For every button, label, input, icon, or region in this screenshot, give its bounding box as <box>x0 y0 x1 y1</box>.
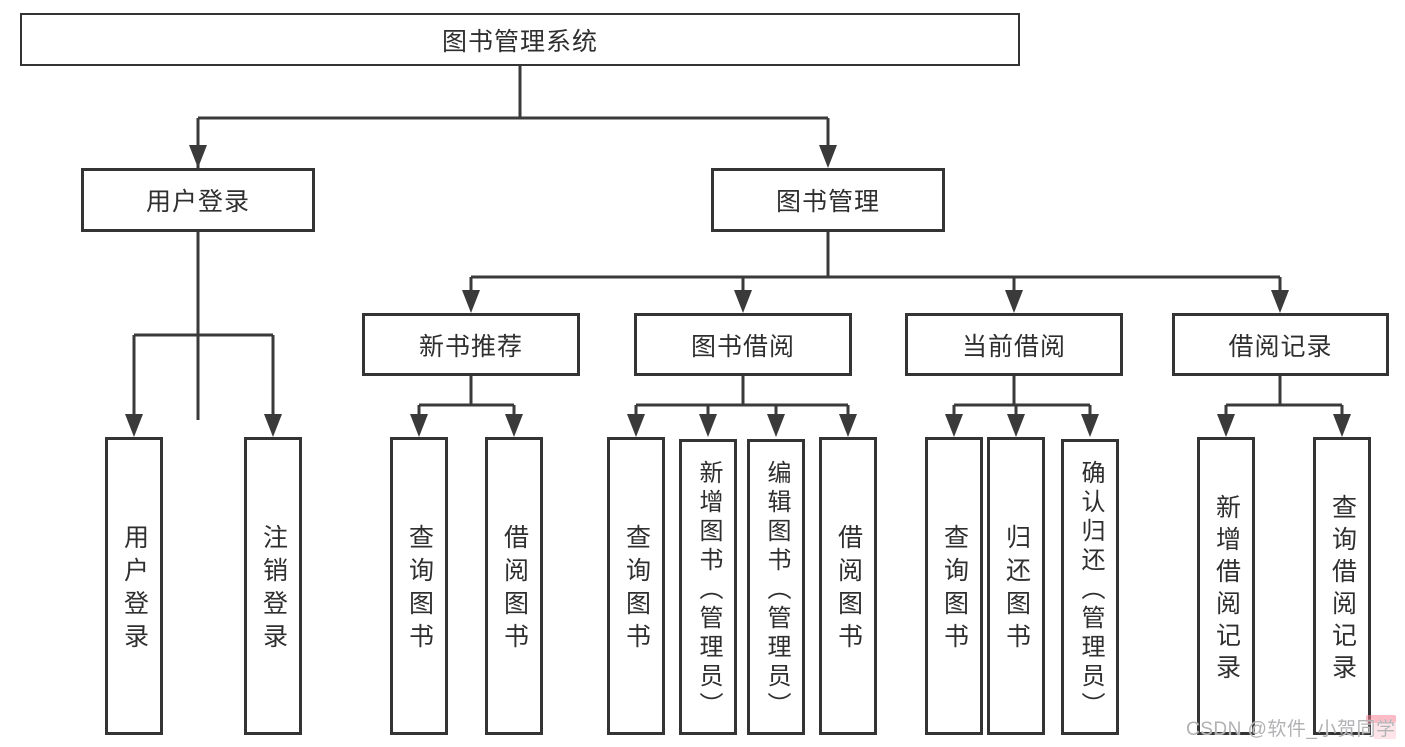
leaf-query-borrow-record: 查询借阅记录 <box>1313 437 1371 735</box>
watermark-accent <box>1366 715 1396 723</box>
connector-book-borrow <box>634 376 850 421</box>
node-label: 当前借阅 <box>961 332 1066 361</box>
leaf-label: 新增借阅记录 <box>1212 494 1241 686</box>
leaf-label: 查询借阅记录 <box>1328 494 1357 686</box>
node-label: 图书管理 <box>775 188 880 216</box>
node-label: 图书借阅 <box>690 332 795 361</box>
node-label: 借阅记录 <box>1228 332 1333 361</box>
connector-new-book <box>417 376 516 421</box>
node-book-management: 图书管理 <box>711 168 945 232</box>
arrowhead-icon <box>767 414 785 437</box>
arrowhead-icon <box>734 290 752 313</box>
leaf-add-book-admin: 新增图书（管理员） <box>679 439 737 735</box>
watermark: CSDN @软件_小贺同学 <box>1186 714 1402 740</box>
leaf-label: 查询图书 <box>405 524 434 656</box>
node-new-book-recommend: 新书推荐 <box>362 313 580 376</box>
arrowhead-icon <box>505 414 523 437</box>
arrowhead-icon <box>699 414 717 437</box>
leaf-label: 新增图书（管理员） <box>695 459 722 721</box>
leaf-confirm-return-admin: 确认归还（管理员） <box>1061 439 1119 735</box>
leaf-label: 查询图书 <box>940 524 969 656</box>
leaf-label: 借阅图书 <box>500 524 529 656</box>
arrowhead-icon <box>627 414 645 437</box>
watermark-accent-tint <box>1374 723 1396 739</box>
arrowhead-icon <box>462 290 480 313</box>
node-current-borrow: 当前借阅 <box>905 313 1123 376</box>
leaf-label: 借阅图书 <box>834 524 863 656</box>
connector-user-login <box>132 232 275 421</box>
arrowhead-icon <box>819 145 837 168</box>
node-user-login: 用户登录 <box>81 168 315 232</box>
arrowhead-icon <box>1081 414 1099 437</box>
arrowhead-icon <box>1271 290 1289 313</box>
arrowhead-icon <box>410 414 428 437</box>
arrowhead-icon <box>125 414 143 437</box>
leaf-label: 注销登录 <box>259 524 288 656</box>
leaf-label: 归还图书 <box>1002 524 1031 656</box>
arrowhead-icon <box>1005 290 1023 313</box>
leaf-edit-book-admin: 编辑图书（管理员） <box>747 439 805 735</box>
connector-current-borrow <box>952 376 1092 421</box>
leaf-query-books-current: 查询图书 <box>925 437 983 735</box>
leaf-borrow-books: 借阅图书 <box>819 437 877 735</box>
leaf-return-book: 归还图书 <box>987 437 1045 735</box>
leaf-query-books-borrow: 查询图书 <box>607 437 665 735</box>
node-label: 图书管理系统 <box>441 27 598 56</box>
arrowhead-icon <box>945 414 963 437</box>
leaf-label: 编辑图书（管理员） <box>763 459 790 721</box>
node-book-borrow: 图书借阅 <box>634 313 852 376</box>
arrowhead-icon <box>839 414 857 437</box>
arrowhead-icon <box>264 414 282 437</box>
leaf-user-login: 用户登录 <box>105 437 163 735</box>
leaf-label: 确认归还（管理员） <box>1077 459 1104 721</box>
leaf-query-books-recommend: 查询图书 <box>390 437 448 735</box>
node-library-system: 图书管理系统 <box>20 13 1020 66</box>
leaf-borrow-books-recommend: 借阅图书 <box>485 437 543 735</box>
connector-root <box>196 66 830 420</box>
node-borrow-records: 借阅记录 <box>1172 313 1389 376</box>
leaf-logout: 注销登录 <box>244 437 302 735</box>
node-label: 新书推荐 <box>418 332 523 361</box>
leaf-label: 查询图书 <box>622 524 651 656</box>
leaf-label: 用户登录 <box>120 524 149 656</box>
arrowhead-icon <box>1217 414 1235 437</box>
arrowhead-icon <box>1007 414 1025 437</box>
watermark-text: CSDN @软件_小贺同学 <box>1186 719 1396 740</box>
leaf-add-borrow-record: 新增借阅记录 <box>1197 437 1255 735</box>
node-label: 用户登录 <box>145 188 250 216</box>
connector-borrow-records <box>1224 376 1344 421</box>
connector-book-management <box>469 232 1282 297</box>
arrowhead-icon <box>189 145 207 168</box>
arrowhead-icon <box>1333 414 1351 437</box>
